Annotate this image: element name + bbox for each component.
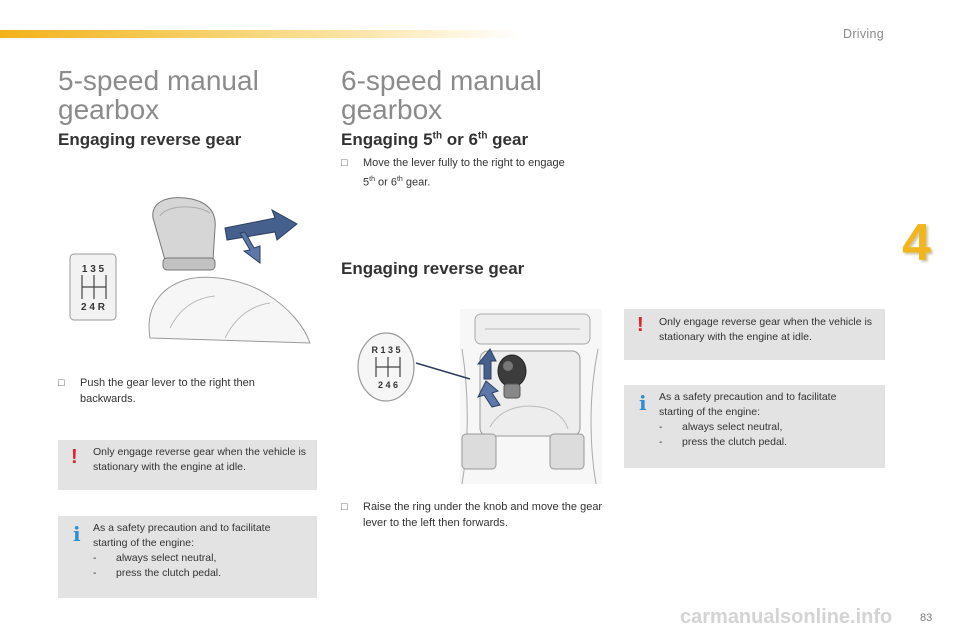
sub1-pre: Engaging 5: [341, 130, 433, 149]
right-warning-box: ! Only engage reverse gear when the vehi…: [624, 309, 885, 360]
right-warning-text: Only engage reverse gear when the vehicl…: [659, 316, 873, 343]
left-warning-text: Only engage reverse gear when the vehicl…: [93, 446, 307, 473]
step1-line1: Move the lever fully to the right to eng…: [363, 157, 565, 169]
sub1-post: gear: [487, 130, 529, 149]
left-info-box: i As a safety precaution and to facilita…: [58, 516, 317, 598]
step1-s2: th: [396, 175, 403, 183]
left-title-line2: gearbox: [58, 94, 160, 125]
info-icon: i: [639, 391, 647, 415]
right-info-item2: press the clutch pedal.: [659, 435, 879, 450]
section-name: Driving: [843, 27, 884, 41]
exclamation-icon: !: [637, 314, 644, 336]
left-step: □ Push the gear lever to the right then …: [58, 376, 308, 407]
right-title-line1: 6-speed manual: [341, 65, 542, 96]
right-step2-text: Raise the ring under the knob and move t…: [363, 501, 603, 529]
step1-n1: 5: [363, 176, 370, 189]
five-speed-pattern-bottom: 2 4 R: [81, 302, 106, 313]
step1-or: or 6: [374, 176, 397, 189]
check-box-icon: □: [58, 377, 65, 389]
five-speed-pattern-top: 1 3 5: [82, 264, 105, 275]
header-accent-bar: [0, 30, 520, 38]
right-info-item1: always select neutral,: [659, 420, 879, 435]
five-speed-gear-illustration: 1 3 5 2 4 R: [65, 188, 320, 348]
right-step1-text: Move the lever fully to the right to eng…: [363, 156, 606, 191]
six-speed-pattern-bottom: 2 4 6: [378, 380, 398, 390]
exclamation-icon: !: [71, 446, 78, 468]
check-box-icon: □: [341, 501, 348, 513]
right-title-line2: gearbox: [341, 94, 443, 125]
sub1-sup2: th: [477, 130, 488, 142]
right-subtitle-reverse: Engaging reverse gear: [341, 259, 525, 278]
page-number: 83: [920, 612, 933, 624]
right-step1: □ Move the lever fully to the right to e…: [341, 156, 606, 191]
left-subtitle: Engaging reverse gear: [58, 130, 242, 149]
sub1-mid: or 6: [442, 130, 478, 149]
left-info-item1: always select neutral,: [93, 551, 311, 566]
right-step2: □ Raise the ring under the knob and move…: [341, 500, 603, 531]
six-speed-pattern-top: R 1 3 5: [371, 345, 400, 355]
five-speed-gear-drawing: 1 3 5 2 4 R: [69, 197, 311, 344]
six-speed-gear-illustration: R 1 3 5 2 4 6: [350, 309, 602, 485]
left-step-text: Push the gear lever to the right then ba…: [80, 377, 255, 405]
left-info-intro2: starting of the engine:: [93, 537, 194, 549]
chapter-number: 4: [902, 214, 931, 272]
watermark: carmanualsonline.info: [680, 606, 893, 628]
right-subtitle-fifth-sixth: Engaging 5th or 6th gear: [341, 130, 528, 150]
left-info-intro1: As a safety precaution and to facilitate: [93, 522, 271, 534]
left-info-item2: press the clutch pedal.: [93, 566, 311, 581]
right-info-intro2: starting of the engine:: [659, 406, 760, 418]
right-title: 6-speed manual gearbox: [341, 66, 542, 124]
step1-s1: th: [369, 175, 375, 183]
right-info-intro1: As a safety precaution and to facilitate: [659, 391, 837, 403]
right-info-text: As a safety precaution and to facilitate…: [659, 390, 879, 450]
step1-end: gear.: [402, 176, 431, 189]
info-icon: i: [73, 522, 81, 546]
left-warning-box: ! Only engage reverse gear when the vehi…: [58, 440, 317, 490]
right-info-box: i As a safety precaution and to facilita…: [624, 385, 885, 468]
check-box-icon: □: [341, 157, 348, 169]
left-title: 5-speed manual gearbox: [58, 66, 259, 124]
sub1-sup1: th: [432, 130, 443, 142]
left-title-line1: 5-speed manual: [58, 65, 259, 96]
left-info-text: As a safety precaution and to facilitate…: [93, 521, 311, 581]
six-speed-gear-drawing: R 1 3 5 2 4 6: [357, 309, 602, 485]
